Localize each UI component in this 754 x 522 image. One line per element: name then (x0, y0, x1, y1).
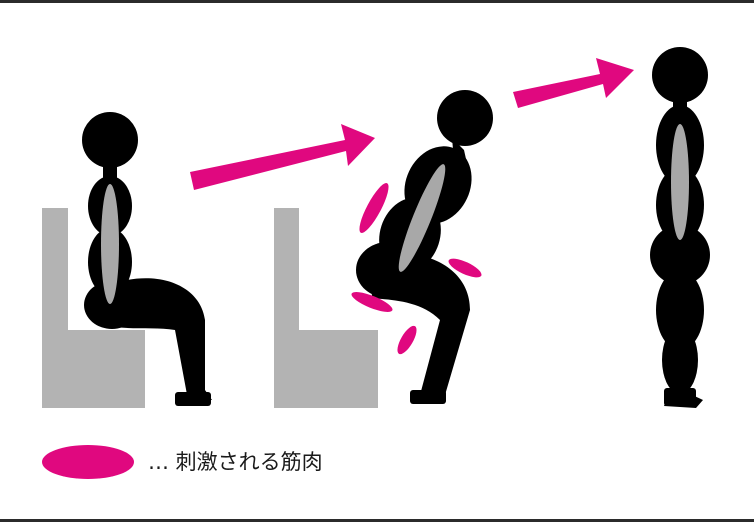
muscle-thigh (448, 258, 482, 278)
chair-seated (42, 208, 145, 408)
stage-rising (274, 90, 493, 408)
spine-seated (101, 184, 119, 304)
chair-rising (274, 208, 378, 408)
muscle-back (359, 183, 389, 233)
arrow-stage2-to-stage3 (513, 58, 634, 108)
spine-standing (671, 124, 689, 240)
stage-standing (650, 47, 710, 408)
legend-muscle-swatch (42, 445, 134, 479)
muscle-glute (351, 292, 393, 312)
muscle-highlights (351, 183, 482, 355)
stage-seated (42, 112, 212, 408)
legend-label: … 刺激される筋肉 (148, 450, 323, 474)
spine-rising (398, 164, 446, 272)
arrow-stage1-to-stage2 (190, 124, 375, 190)
muscle-calf (397, 325, 417, 355)
